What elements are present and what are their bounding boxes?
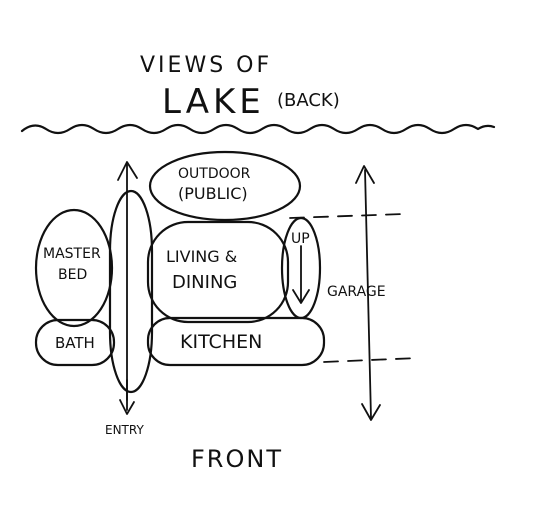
- entry-arrow-down-icon: [119, 379, 135, 415]
- dining-label: DINING: [172, 272, 237, 293]
- bed-label: BED: [58, 267, 87, 283]
- bath-label: BATH: [55, 334, 95, 352]
- outdoor-room-bubble: [148, 150, 302, 222]
- garage-top-dashed-line: [289, 213, 405, 219]
- front-back-arrow-icon: [355, 165, 381, 421]
- kitchen-label: KITCHEN: [180, 331, 262, 353]
- garage-label: GARAGE: [327, 284, 386, 300]
- title-views-of: VIEWS OF: [140, 53, 272, 78]
- outdoor-label: OUTDOOR: [178, 166, 251, 182]
- master-label: MASTER: [43, 246, 101, 262]
- living-dining-bubble: [146, 220, 290, 324]
- up-label: UP: [291, 231, 310, 247]
- entry-corridor-bubble: [108, 189, 154, 394]
- garage-bottom-dashed-line: [323, 357, 419, 363]
- corridor-arrow-up-icon: [117, 161, 138, 401]
- kitchen-bubble: [146, 316, 326, 367]
- front-label: FRONT: [191, 445, 283, 473]
- title-back-note: (BACK): [277, 90, 340, 111]
- outdoor-public-label: (PUBLIC): [178, 184, 248, 203]
- stair-arrow-down-icon: [292, 245, 310, 304]
- bath-bubble: [34, 318, 116, 367]
- lake-shoreline: [20, 123, 496, 135]
- master-bed-bubble: [34, 208, 114, 328]
- entry-label: ENTRY: [105, 423, 144, 437]
- title-lake: LAKE: [162, 82, 265, 122]
- living-label: LIVING &: [166, 247, 237, 266]
